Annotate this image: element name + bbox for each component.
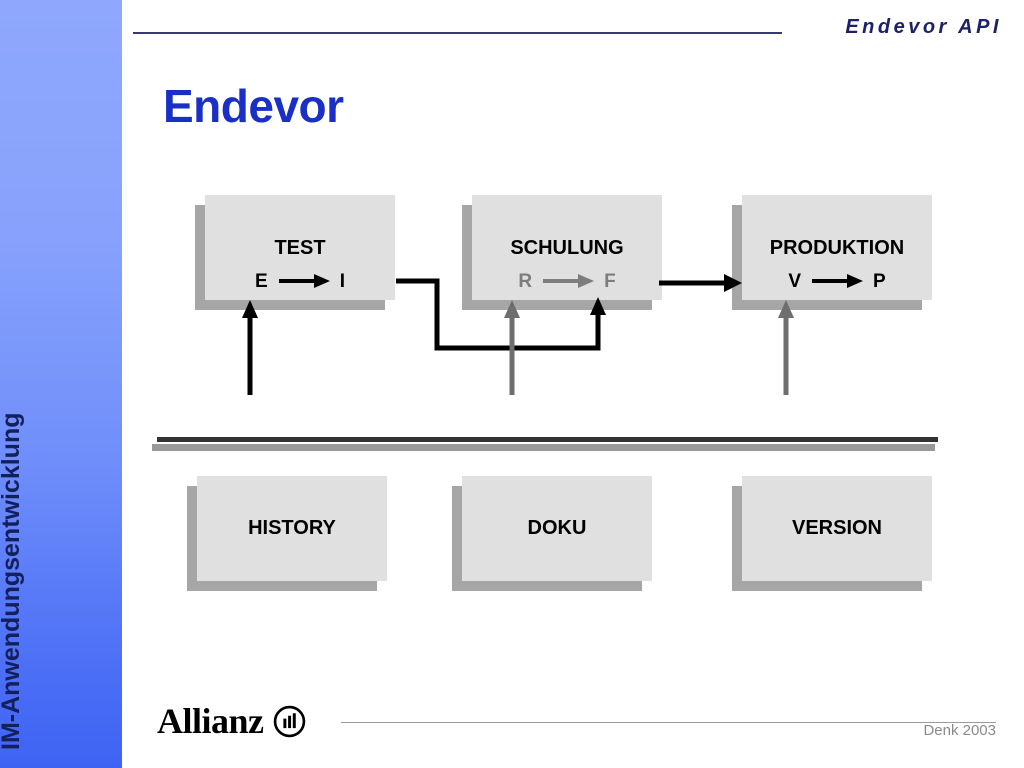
header-divider: [133, 32, 782, 34]
stage-to-label: P: [873, 270, 886, 292]
section-separator-light: [152, 444, 935, 451]
connector-up-to-test: [242, 300, 258, 395]
box-face: [742, 476, 932, 581]
allianz-logo: Allianz: [157, 703, 306, 739]
stage-to-label: F: [604, 270, 616, 292]
process-box-title: TEST: [274, 237, 326, 259]
process-box-stage-row: E I: [205, 268, 395, 294]
right-arrow-icon: [278, 274, 330, 288]
connector-up-to-schulung: [504, 300, 520, 395]
right-arrow-icon: [812, 274, 863, 288]
stage-to-label: I: [339, 270, 345, 292]
sidebar: IM-Anwendungsentwicklung: [0, 0, 122, 768]
section-separator-dark: [157, 437, 938, 442]
connector-schulung-to-produktion: [659, 274, 742, 292]
process-box-stage-row: V P: [742, 268, 932, 294]
asset-box-title: HISTORY: [248, 517, 336, 539]
process-box-stage-row: R F: [472, 268, 662, 294]
asset-box-title: VERSION: [791, 517, 883, 539]
box-face: [197, 476, 387, 581]
page-title: Endevor: [163, 80, 344, 132]
process-box-test[interactable]: TEST E I: [195, 195, 395, 310]
asset-box-history[interactable]: HISTORY: [187, 476, 387, 591]
connector-up-to-produktion: [778, 300, 794, 395]
box-face: [462, 476, 652, 581]
stage-from-label: E: [255, 270, 268, 292]
process-box-produktion[interactable]: PRODUKTION V P: [732, 195, 932, 310]
footer-credit: Denk 2003: [923, 722, 996, 739]
allianz-wordmark: Allianz: [157, 701, 264, 741]
header-title: Endevor API: [845, 16, 1002, 38]
stage-from-label: V: [788, 270, 801, 292]
allianz-bars-icon: [273, 705, 305, 737]
asset-box-version[interactable]: VERSION: [732, 476, 932, 591]
stage-from-label: R: [518, 270, 533, 292]
process-box-schulung[interactable]: SCHULUNG R F: [462, 195, 662, 310]
right-arrow-icon: [543, 274, 595, 288]
process-box-title: SCHULUNG: [510, 237, 624, 259]
asset-box-doku[interactable]: DOKU: [452, 476, 652, 591]
process-box-title: PRODUKTION: [769, 237, 905, 259]
footer-divider: [341, 722, 996, 723]
sidebar-vertical-label: IM-Anwendungsentwicklung: [0, 412, 25, 751]
asset-box-title: DOKU: [527, 517, 587, 539]
